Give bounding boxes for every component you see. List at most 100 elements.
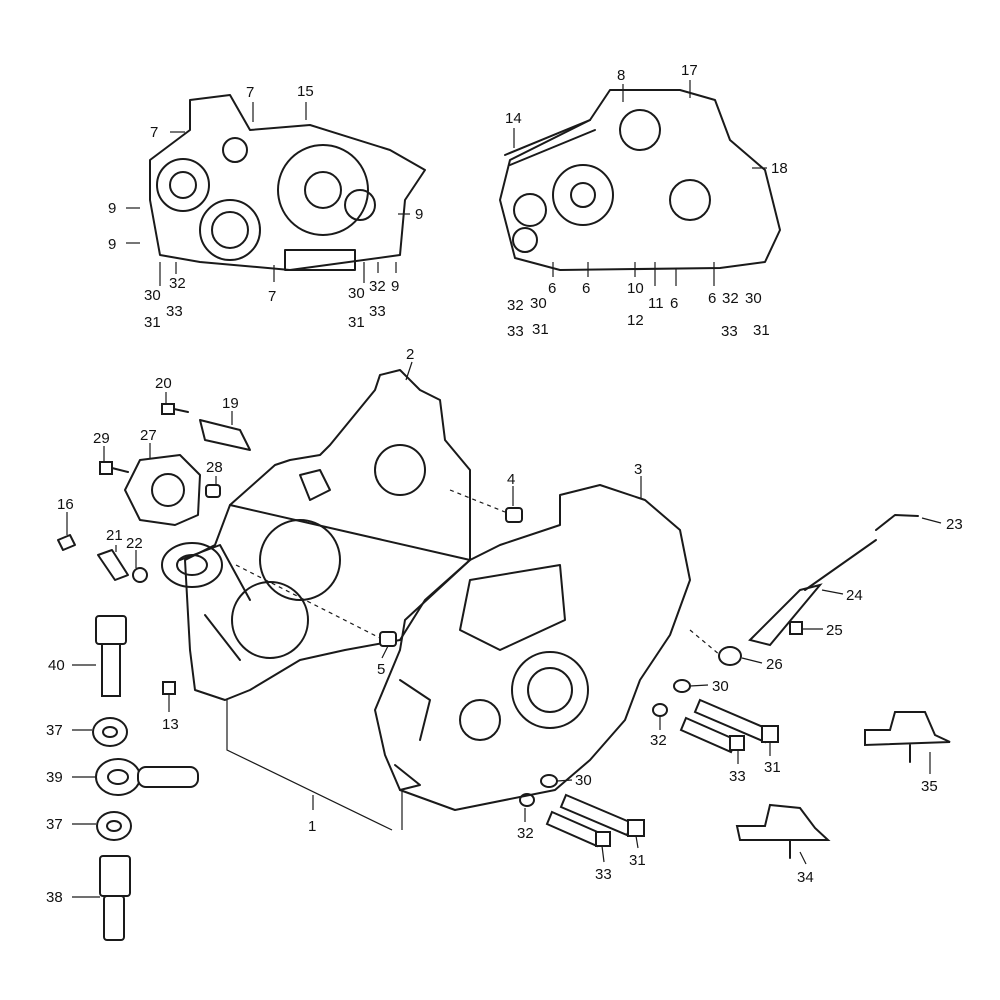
callout-38: 38 [46, 889, 63, 906]
callout-25: 25 [826, 622, 843, 639]
callout-37: 37 [46, 816, 63, 833]
callout-9: 9 [415, 206, 423, 223]
callout-9: 9 [391, 278, 399, 295]
banjo-bolt-40 [95, 615, 127, 697]
bolt-33-upper [679, 716, 745, 754]
crankcase-half-left [179, 369, 471, 701]
washer-30-upper [673, 679, 691, 693]
oil-pump-housing [124, 454, 201, 526]
callout-6: 6 [708, 290, 716, 307]
plug-21 [97, 549, 129, 581]
callout-6: 6 [548, 280, 556, 297]
callout-5: 5 [377, 661, 385, 678]
callout-40: 40 [48, 657, 65, 674]
callout-30: 30 [348, 285, 365, 302]
callout-30: 30 [745, 290, 762, 307]
callout-34: 34 [797, 869, 814, 886]
oil-pipe [199, 419, 251, 451]
washer-32-lower [519, 793, 535, 807]
callout-31: 31 [764, 759, 781, 776]
dowel-28 [205, 484, 221, 498]
washer-37-upper [92, 717, 128, 747]
clip-16 [57, 534, 76, 551]
callout-11: 11 [648, 295, 664, 312]
dowel-4 [505, 507, 523, 523]
callout-17: 17 [681, 62, 698, 79]
callout-30: 30 [712, 678, 729, 695]
callout-leaders [66, 80, 942, 898]
breather-hose-24 [748, 583, 823, 647]
callout-15: 15 [297, 83, 314, 100]
callout-35: 35 [921, 778, 938, 795]
washer-37-lower [96, 811, 132, 841]
callout-16: 16 [57, 496, 74, 513]
callout-7: 7 [268, 288, 276, 305]
callout-39: 39 [46, 769, 63, 786]
plug-13 [162, 681, 176, 695]
engine-mount-34 [735, 803, 831, 859]
breather-tube-23 [804, 514, 919, 591]
bolt-20 [161, 403, 189, 415]
oil-strainer-cover [161, 542, 223, 588]
callout-23: 23 [946, 516, 963, 533]
callout-14: 14 [505, 110, 522, 127]
callout-32: 32 [169, 275, 186, 292]
callout-29: 29 [93, 430, 110, 447]
callout-labels: 7 7 15 9 9 9 7 30 32 31 33 30 32 9 31 33… [46, 62, 963, 906]
callout-32: 32 [650, 732, 667, 749]
callout-33: 33 [369, 303, 386, 320]
callout-6: 6 [670, 295, 678, 312]
banjo-fitting-39 [95, 758, 199, 796]
callout-30: 30 [144, 287, 161, 304]
callout-24: 24 [846, 587, 863, 604]
callout-32: 32 [722, 290, 739, 307]
crankcase-half-right-view [499, 89, 781, 271]
callout-22: 22 [126, 535, 143, 552]
bolt-31-upper [693, 698, 779, 744]
callout-21: 21 [106, 527, 123, 544]
callout-33: 33 [721, 323, 738, 340]
engine-mount-35 [864, 711, 951, 763]
callout-32: 32 [369, 278, 386, 295]
callout-7: 7 [150, 124, 158, 141]
washer-30-lower [540, 774, 558, 788]
callout-28: 28 [206, 459, 223, 476]
bolt-29 [99, 461, 129, 475]
callout-18: 18 [771, 160, 788, 177]
callout-31: 31 [532, 321, 549, 338]
callout-13: 13 [162, 716, 179, 733]
callout-3: 3 [634, 461, 642, 478]
callout-27: 27 [140, 427, 157, 444]
callout-20: 20 [155, 375, 172, 392]
callout-7: 7 [246, 84, 254, 101]
callout-31: 31 [629, 852, 646, 869]
union-bolt-38 [99, 855, 131, 941]
callout-33: 33 [507, 323, 524, 340]
o-ring-22 [132, 567, 148, 583]
callout-31: 31 [348, 314, 365, 331]
callout-8: 8 [617, 67, 625, 84]
callout-26: 26 [766, 656, 783, 673]
bolt-33-lower [545, 810, 611, 848]
callout-9: 9 [108, 236, 116, 253]
callout-1: 1 [308, 818, 316, 835]
bolt-25 [789, 621, 803, 635]
callout-12: 12 [627, 312, 644, 329]
clamp-26 [718, 646, 742, 666]
callout-30: 30 [530, 295, 547, 312]
callout-10: 10 [627, 280, 644, 297]
callout-30: 30 [575, 772, 592, 789]
callout-2: 2 [406, 346, 414, 363]
callout-33: 33 [729, 768, 746, 785]
callout-19: 19 [222, 395, 239, 412]
crankcase-half-right [374, 484, 691, 811]
callout-4: 4 [507, 471, 515, 488]
callout-37: 37 [46, 722, 63, 739]
washer-32-upper [652, 703, 668, 717]
callout-31: 31 [144, 314, 161, 331]
callout-31: 31 [753, 322, 770, 339]
callout-32: 32 [507, 297, 524, 314]
callout-32: 32 [517, 825, 534, 842]
